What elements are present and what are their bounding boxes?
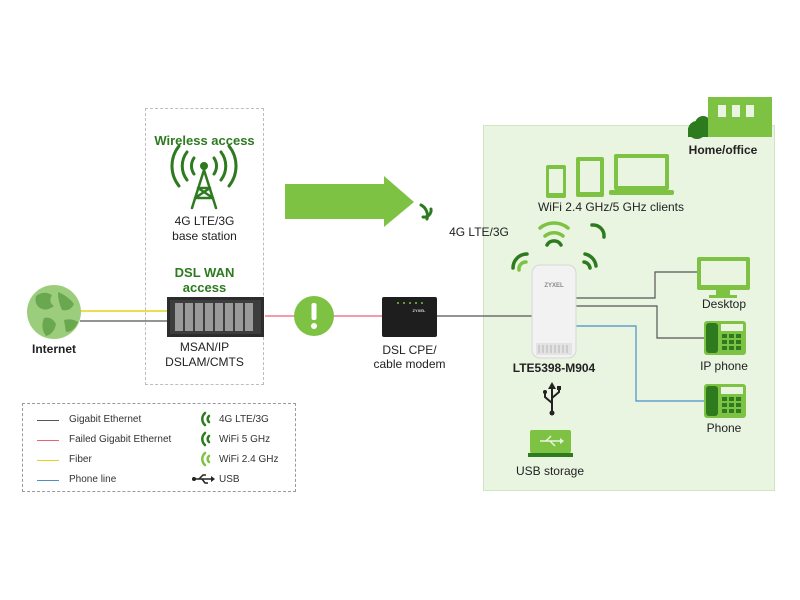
legend-label-usb: USB <box>219 474 240 485</box>
usb-storage-icon <box>528 430 573 457</box>
ethernet-line-ip-phone <box>576 305 704 339</box>
legend-label-wifi24: WiFi 2.4 GHz <box>219 454 279 465</box>
dslam-label-2: DSLAM/CMTS <box>165 355 244 369</box>
router-brand: ZYXEL <box>544 283 564 289</box>
router-lte5398-icon <box>531 264 577 359</box>
wifi-clients-label: WiFi 2.4 GHz/5 GHz clients <box>537 200 685 214</box>
home-office-icon <box>688 97 772 139</box>
phone-line <box>576 325 704 402</box>
ip-phone-label: IP phone <box>700 359 748 373</box>
base-station-label-2: base station <box>172 229 237 243</box>
legend-label-gigabit: Gigabit Ethernet <box>69 414 142 425</box>
usb-storage-label: USB storage <box>515 464 585 478</box>
ethernet-line-desktop <box>576 271 697 299</box>
dsl-wan-title-1: DSL WAN <box>174 265 235 280</box>
globe-icon <box>27 285 81 339</box>
failed-link-alert-icon <box>294 296 334 336</box>
home-office-label: Home/office <box>688 143 758 157</box>
dsl-cpe-label-2: cable modem <box>373 357 446 371</box>
wireless-arrow <box>285 176 414 227</box>
wifi-dark-icon <box>201 431 207 447</box>
wifi-clients-icon <box>546 154 674 198</box>
dsl-cpe-label-1: DSL CPE/ <box>382 343 437 357</box>
phone-label: Phone <box>706 421 742 435</box>
legend-swatch-phone <box>37 480 59 481</box>
wireless-link-label: 4G LTE/3G <box>449 225 509 239</box>
legend-label-lte: 4G LTE/3G <box>219 414 269 425</box>
lte-signal-icon <box>419 203 433 221</box>
legend-swatch-fiber <box>37 460 59 461</box>
wan-access-box <box>145 108 264 385</box>
phone-icon <box>704 384 746 418</box>
legend-swatch-gigabit <box>37 420 59 421</box>
base-station-tower-icon <box>170 144 238 210</box>
desktop-label: Desktop <box>701 297 747 311</box>
usb-symbol-icon <box>543 382 561 416</box>
wireless-access-title: Wireless access <box>154 133 255 148</box>
dslam-rack-icon <box>167 297 264 337</box>
base-station-label-1: 4G LTE/3G <box>174 214 235 228</box>
desktop-icon <box>697 257 750 298</box>
legend-icons <box>201 411 211 467</box>
dsl-cpe-modem-icon <box>382 297 437 337</box>
signal-dark-icon <box>201 411 207 427</box>
legend-swatch-failed <box>37 440 59 441</box>
legend-label-fiber: Fiber <box>69 454 92 465</box>
wifi-light-icon <box>201 451 207 467</box>
legend-label-wifi5: WiFi 5 GHz <box>219 434 271 445</box>
dslam-label-1: MSAN/IP <box>179 340 230 354</box>
legend: Gigabit Ethernet Failed Gigabit Ethernet… <box>22 403 296 492</box>
dsl-wan-title-2: access <box>182 280 227 295</box>
wifi-signals-router <box>511 221 606 272</box>
router-model-label: LTE5398-M904 <box>512 361 596 375</box>
connections <box>80 271 704 402</box>
dsl-cpe-brand: ZYXEL <box>412 308 426 313</box>
internet-label: Internet <box>31 342 76 356</box>
legend-label-phone: Phone line <box>69 474 117 485</box>
legend-label-failed: Failed Gigabit Ethernet <box>69 434 172 445</box>
usb-icon <box>192 474 215 484</box>
ip-phone-icon <box>704 321 746 355</box>
